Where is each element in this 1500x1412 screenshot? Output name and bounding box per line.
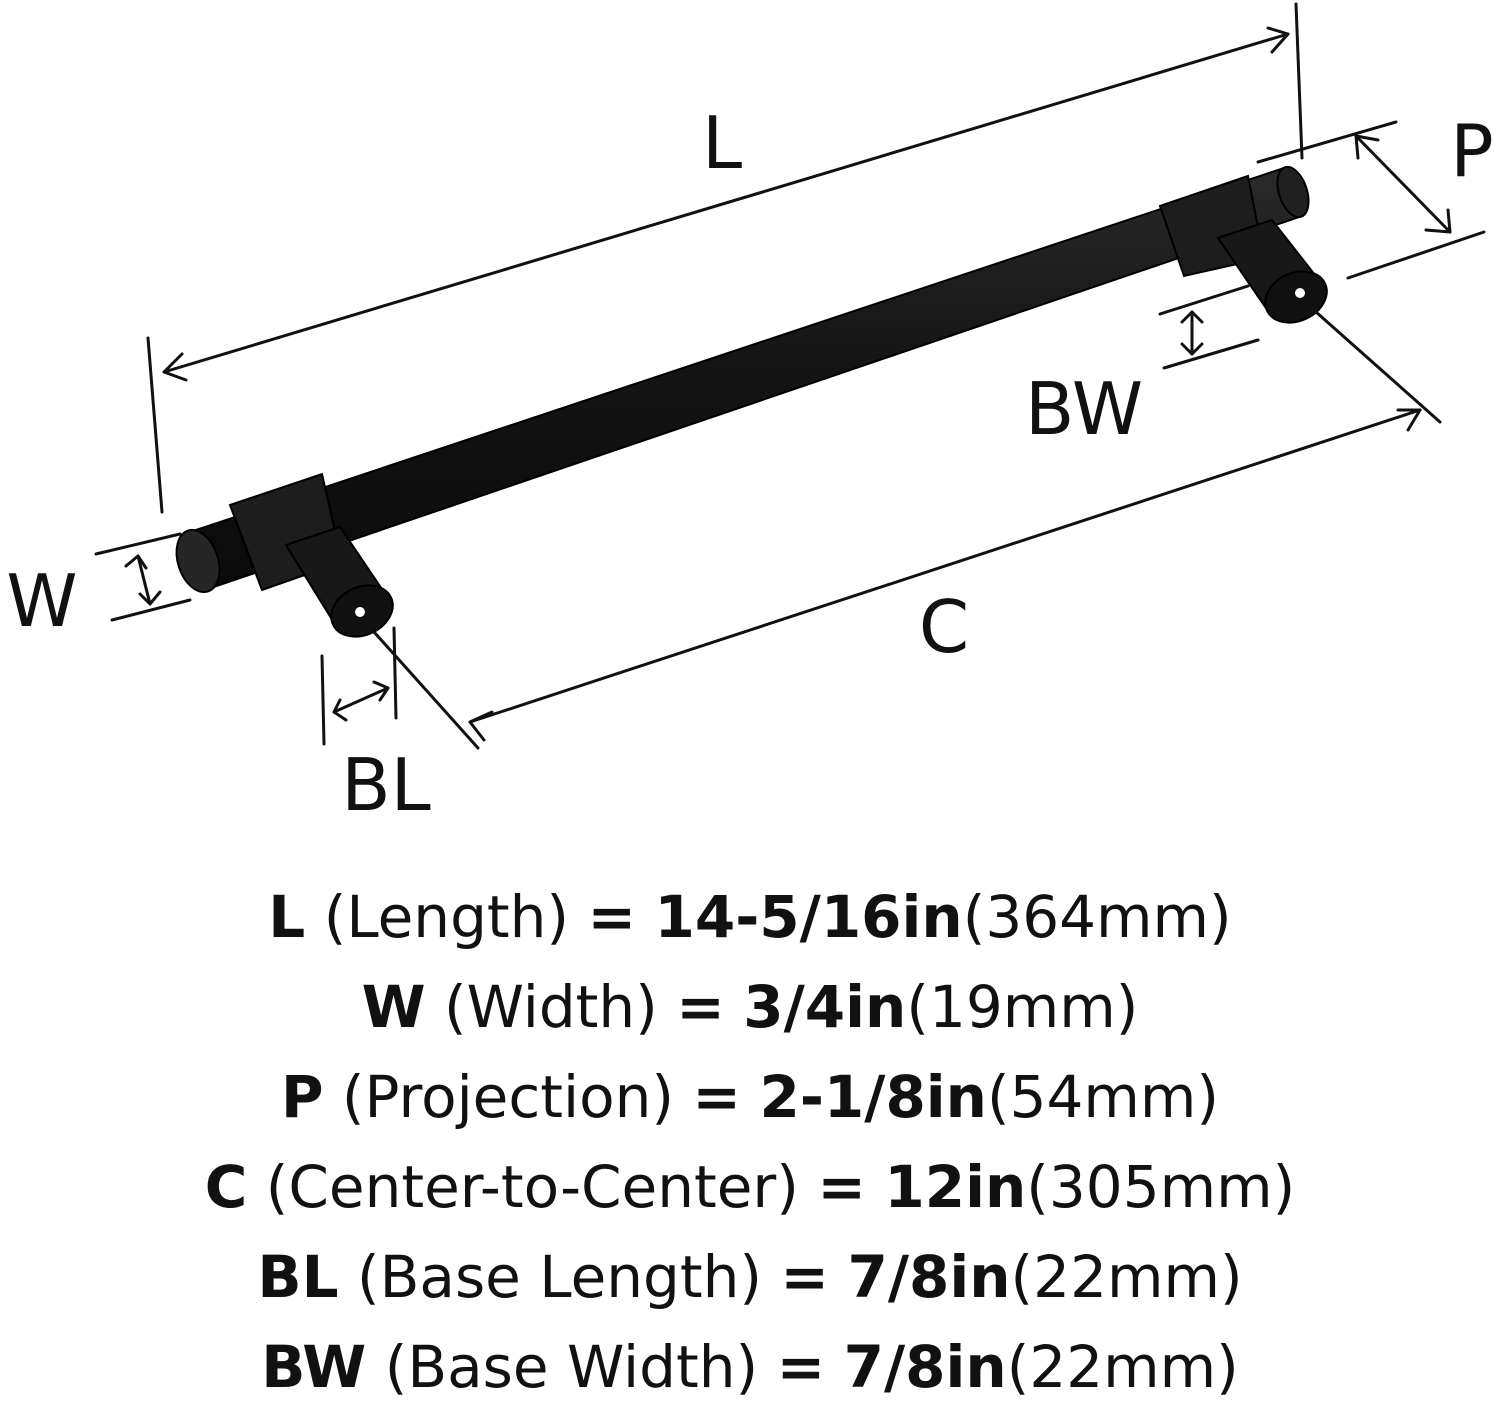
dimension-lines	[94, 2, 1486, 750]
bw-arrow-top	[1180, 310, 1204, 324]
l-extension-left	[146, 336, 164, 514]
spec-name: (Length)	[323, 883, 570, 951]
spec-name: (Base Length)	[357, 1243, 762, 1311]
spec-key: BL	[257, 1243, 339, 1311]
label-l: L	[702, 101, 742, 185]
spec-imperial: 14-5/16in	[654, 883, 963, 951]
l-arrow-left	[162, 352, 188, 382]
spec-row-width: W (Width) = 3/4in(19mm)	[0, 962, 1500, 1052]
spec-name: (Center-to-Center)	[265, 1153, 799, 1221]
dimension-specs: L (Length) = 14-5/16in(364mm) W (Width) …	[0, 872, 1500, 1412]
c-dimension-line	[468, 408, 1422, 724]
spec-imperial: 3/4in	[743, 973, 907, 1041]
spec-row-base-width: BW (Base Width) = 7/8in(22mm)	[0, 1322, 1500, 1412]
dimension-diagram: L P BW W C BL	[6, 2, 1494, 827]
spec-key: BW	[261, 1333, 367, 1401]
bl-dimension-line	[332, 686, 390, 714]
w-dimension-line	[136, 554, 152, 606]
spec-imperial: 2-1/8in	[759, 1063, 987, 1131]
post-foot-right	[1264, 270, 1328, 324]
l-extension-right	[1294, 2, 1304, 160]
p-arrow-top	[1354, 134, 1380, 160]
spec-row-center-to-center: C (Center-to-Center) = 12in(305mm)	[0, 1142, 1500, 1232]
w-arrow-top	[124, 554, 148, 570]
label-bw: BW	[1025, 367, 1143, 451]
bl-arrow-right	[372, 680, 390, 702]
bw-extension-bottom	[1162, 338, 1260, 370]
c-arrow-right	[1396, 408, 1422, 432]
label-w: W	[6, 559, 77, 643]
spec-key: W	[361, 973, 426, 1041]
spec-metric: (54mm)	[986, 1063, 1220, 1131]
spec-key: L	[268, 883, 306, 951]
spec-metric: (22mm)	[1010, 1243, 1243, 1311]
bl-extension-left	[320, 654, 326, 746]
spec-equals: =	[780, 1243, 830, 1311]
spec-row-length: L (Length) = 14-5/16in(364mm)	[0, 872, 1500, 962]
spec-metric: (305mm)	[1026, 1153, 1296, 1221]
p-extension-bottom	[1346, 230, 1486, 280]
w-extension-bottom	[110, 598, 192, 622]
spec-row-base-length: BL (Base Length) = 7/8in(22mm)	[0, 1232, 1500, 1322]
spec-imperial: 12in	[884, 1153, 1027, 1221]
spec-key: P	[280, 1063, 324, 1131]
label-p: P	[1450, 109, 1493, 193]
spec-equals: =	[817, 1153, 866, 1221]
p-extension-top	[1256, 120, 1398, 164]
spec-equals: =	[776, 1333, 826, 1401]
screw-hole-right	[1295, 288, 1305, 298]
label-bl: BL	[341, 743, 431, 827]
c-extension-right	[1314, 310, 1442, 424]
spec-imperial: 7/8in	[847, 1243, 1011, 1311]
spec-name: (Width)	[444, 973, 658, 1041]
label-c: C	[919, 585, 969, 669]
l-dimension-line	[162, 32, 1290, 374]
spec-equals: =	[587, 883, 637, 951]
cabinet-pull	[175, 165, 1328, 638]
spec-metric: (364mm)	[962, 883, 1232, 951]
w-extension-top	[94, 532, 182, 556]
spec-metric: (19mm)	[906, 973, 1139, 1041]
spec-imperial: 7/8in	[843, 1333, 1007, 1401]
spec-metric: (22mm)	[1006, 1333, 1239, 1401]
p-arrow-bottom	[1424, 208, 1452, 234]
bw-arrow-bottom	[1180, 342, 1204, 356]
spec-name: (Base Width)	[384, 1333, 759, 1401]
spec-equals: =	[692, 1063, 742, 1131]
c-arrow-left	[468, 710, 494, 742]
bar-end-cap-right	[1276, 165, 1310, 219]
bar-end-cap-left	[175, 528, 221, 594]
p-dimension-line	[1354, 134, 1452, 234]
bl-arrow-left	[332, 698, 348, 722]
l-arrow-right	[1266, 26, 1290, 54]
screw-hole-left	[355, 607, 365, 617]
spec-name: (Projection)	[341, 1063, 674, 1131]
c-extension-left	[372, 630, 480, 750]
bl-extension-right	[392, 626, 398, 720]
spec-equals: =	[676, 973, 725, 1041]
spec-key: C	[204, 1153, 248, 1221]
bw-extension-top	[1158, 284, 1250, 316]
spec-row-projection: P (Projection) = 2-1/8in(54mm)	[0, 1052, 1500, 1142]
w-arrow-bottom	[138, 590, 162, 606]
